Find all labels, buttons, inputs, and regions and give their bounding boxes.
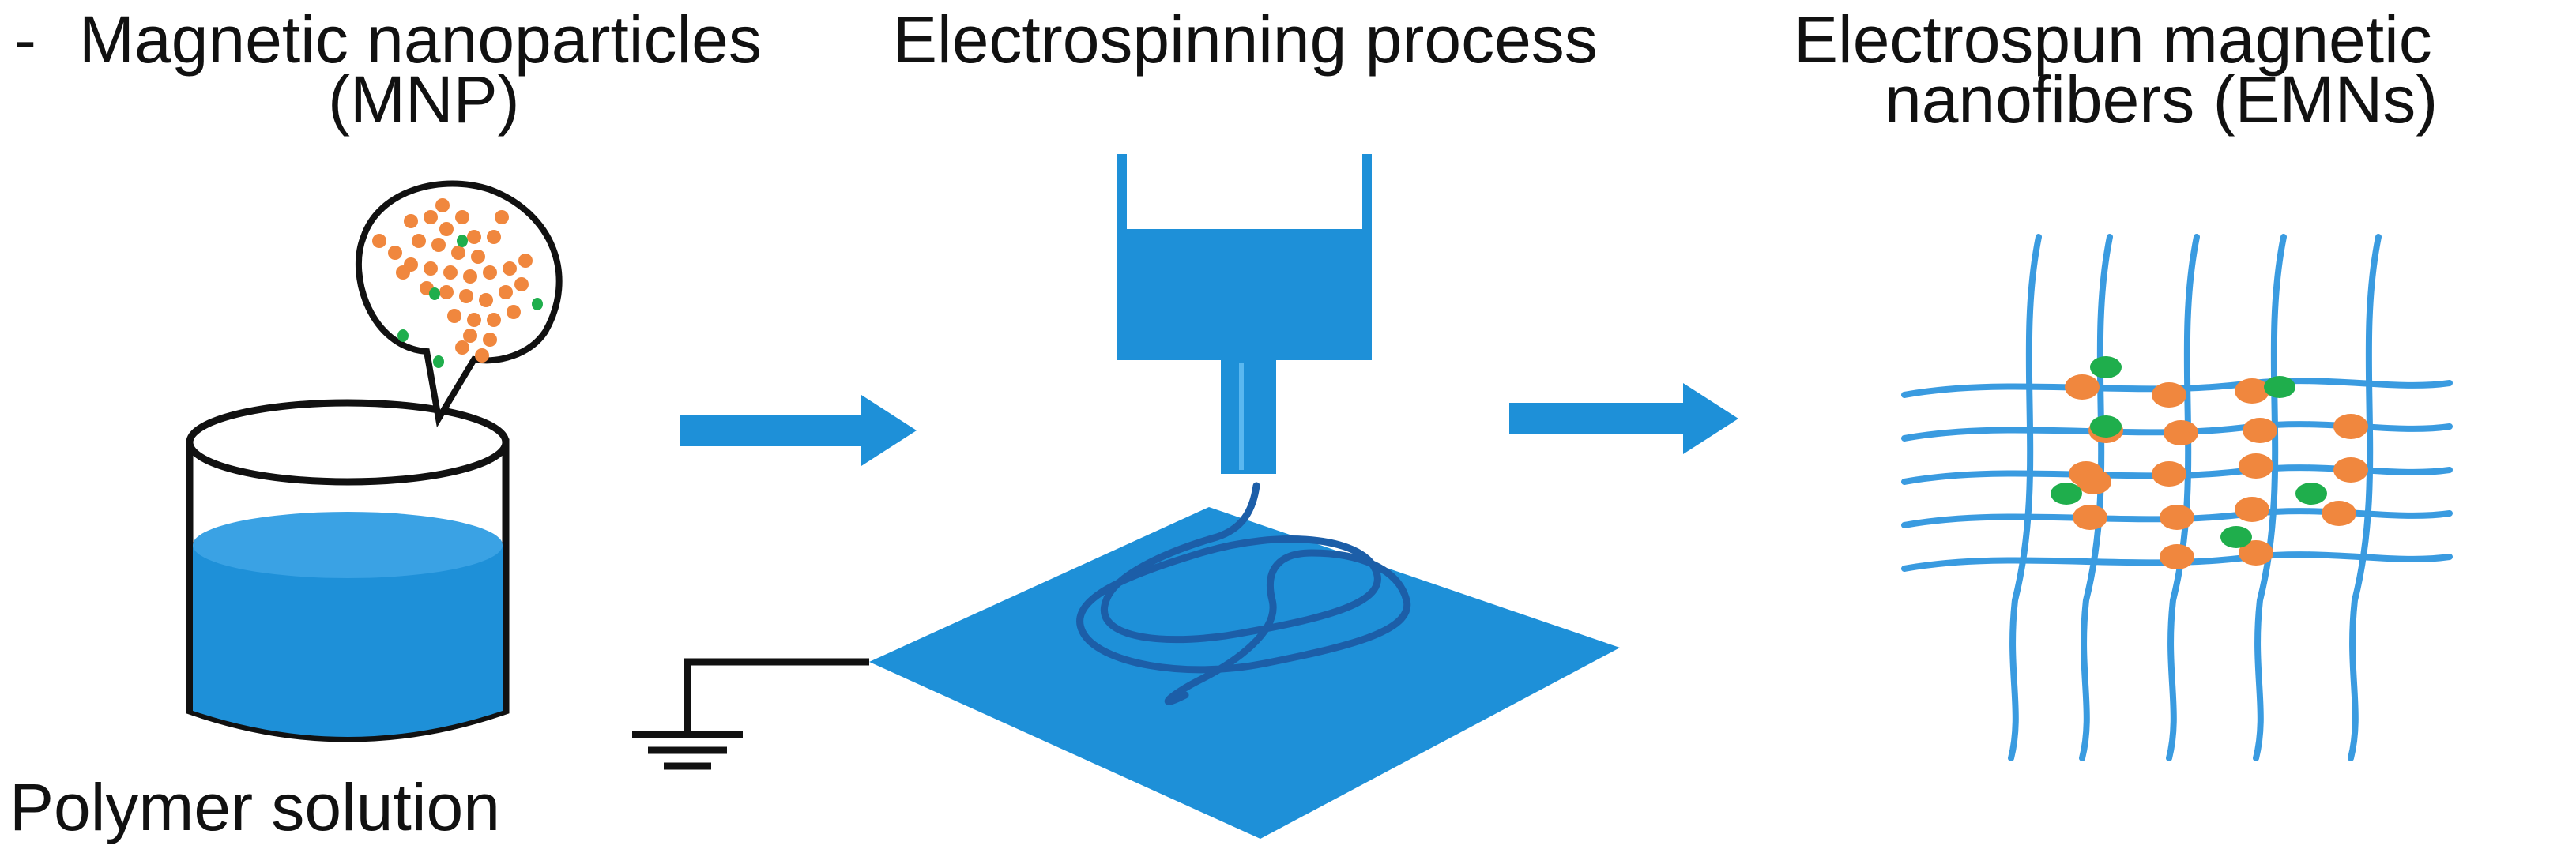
fiber-vertical xyxy=(2079,234,2113,761)
fiber-horizontal xyxy=(1901,551,2453,572)
mesh-node-green xyxy=(2220,526,2252,548)
mesh-node-green xyxy=(2295,483,2327,505)
nanoparticle-dot xyxy=(503,261,517,276)
mesh-node-orange xyxy=(2065,374,2100,400)
nanoparticle-dot xyxy=(463,329,477,343)
nanoparticle-dot xyxy=(518,254,533,268)
nanoparticle-dot xyxy=(455,340,469,355)
syringe-icon xyxy=(1117,154,1372,474)
nanoparticle-dot xyxy=(435,198,450,212)
nanoparticle-dot xyxy=(443,265,458,280)
polymer-label: Polymer solution xyxy=(9,770,500,844)
nanoparticle-green-dot xyxy=(397,329,409,342)
spun-fiber xyxy=(1076,482,1411,705)
mesh-node-green xyxy=(2264,376,2295,398)
fiber-vertical xyxy=(2166,234,2200,761)
nanoparticle-dot xyxy=(404,214,418,228)
nanoparticle-dot xyxy=(475,348,489,363)
particle-bubble-icon xyxy=(355,180,563,428)
mesh-node-orange xyxy=(2077,469,2111,494)
nanoparticle-dot xyxy=(424,210,438,224)
nanoparticle-dot xyxy=(439,285,454,299)
fiber-horizontal xyxy=(1901,464,2453,485)
nanoparticle-dot xyxy=(479,293,493,307)
nanoparticle-dot xyxy=(372,234,386,248)
mesh-node-green xyxy=(2051,483,2082,505)
right-arrow-icon xyxy=(1509,383,1738,454)
nanoparticle-green-dot xyxy=(457,235,468,247)
mnp-label-line2: (MNP) xyxy=(328,62,520,137)
nanoparticle-dot xyxy=(483,333,497,347)
nanoparticle-dot xyxy=(514,277,529,291)
emn-label-line1: Electrospun magnetic xyxy=(1794,2,2432,77)
nanoparticle-dot xyxy=(507,305,521,319)
dash-mark: - xyxy=(14,2,36,77)
nanoparticle-dot xyxy=(487,313,501,327)
nanoparticle-dot xyxy=(431,238,446,252)
nanoparticle-dot xyxy=(455,210,469,224)
nanoparticle-dot xyxy=(463,269,477,284)
collector-plate-icon xyxy=(869,507,1620,839)
mesh-node-orange xyxy=(2239,453,2273,479)
nanoparticle-green-dot xyxy=(429,287,440,300)
nanoparticle-dot xyxy=(467,313,481,327)
mesh-node-orange xyxy=(2160,505,2194,530)
nanoparticle-dot xyxy=(412,234,426,248)
fiber-vertical xyxy=(2253,234,2287,761)
nanoparticle-dot xyxy=(447,309,461,323)
nanofiber-mesh-icon xyxy=(1901,234,2453,761)
nanoparticle-dot xyxy=(495,210,509,224)
beaker-icon xyxy=(186,399,510,742)
nanoparticle-dot xyxy=(483,265,497,280)
mesh-node-orange xyxy=(2333,457,2368,483)
right-arrow-icon xyxy=(680,395,917,466)
mesh-node-orange xyxy=(2160,544,2194,569)
fiber-horizontal xyxy=(1901,378,2453,398)
nanoparticle-dot xyxy=(396,265,410,280)
nanoparticle-dot xyxy=(499,285,513,299)
mesh-node-orange xyxy=(2164,420,2198,445)
nanoparticle-dot xyxy=(487,230,501,244)
emn-label-line2: nanofibers (EMNs) xyxy=(1885,62,2439,137)
nanoparticle-dot xyxy=(471,250,485,264)
mesh-node-green xyxy=(2090,356,2122,378)
nanoparticle-dot xyxy=(439,222,454,236)
nanoparticle-dot xyxy=(388,246,402,260)
mesh-node-orange xyxy=(2235,497,2269,522)
mesh-node-orange xyxy=(2235,378,2269,404)
mesh-node-orange xyxy=(2239,540,2273,566)
mesh-node-orange xyxy=(2243,418,2277,443)
nanoparticle-green-dot xyxy=(433,355,444,368)
process-label: Electrospinning process xyxy=(893,2,1598,77)
fiber-horizontal xyxy=(1901,421,2453,442)
nanoparticle-dot xyxy=(451,246,465,260)
fiber-vertical xyxy=(2008,234,2042,761)
mesh-node-orange xyxy=(2152,382,2186,408)
nanoparticle-dot xyxy=(467,230,481,244)
mesh-node-orange xyxy=(2152,461,2186,487)
nanoparticle-green-dot xyxy=(532,298,543,310)
fiber-horizontal xyxy=(1901,508,2453,528)
mesh-node-orange xyxy=(2322,501,2356,526)
mesh-node-green xyxy=(2090,415,2122,438)
fiber-vertical xyxy=(2348,234,2382,761)
mesh-node-orange xyxy=(2073,505,2107,530)
nanoparticle-dot xyxy=(459,289,473,303)
mnp-label-line1: Magnetic nanoparticles xyxy=(79,2,762,77)
ground-symbol-icon xyxy=(632,658,869,770)
nanoparticle-dot xyxy=(424,261,438,276)
mesh-node-orange xyxy=(2333,414,2368,439)
